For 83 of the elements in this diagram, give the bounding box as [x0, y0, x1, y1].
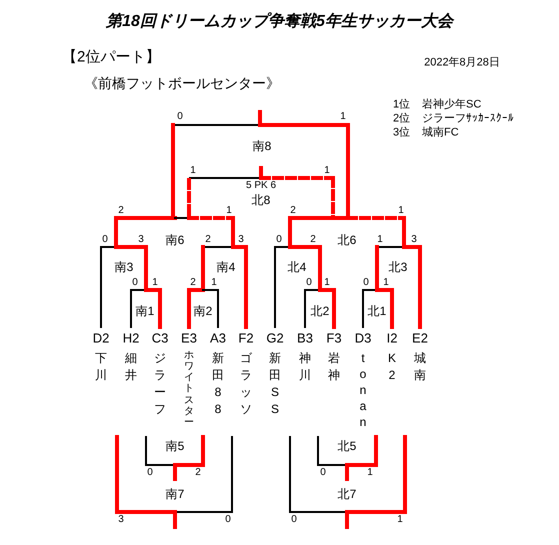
score: 1 [397, 515, 403, 525]
team-code: H2 [122, 332, 140, 344]
team-code: I2 [386, 332, 398, 344]
match-name: 北5 [338, 440, 356, 452]
score: 0 [306, 278, 312, 288]
team-name: 新田88 [212, 350, 224, 418]
score: 0 [320, 468, 326, 478]
match-name: 北6 [338, 234, 356, 246]
team-code: B3 [297, 332, 313, 344]
date-text: 2022年8月28日 [424, 58, 500, 68]
score: 0 [132, 278, 138, 288]
match-name: 北4 [288, 261, 306, 273]
match-name: 南5 [166, 440, 184, 452]
score: 1 [152, 278, 158, 288]
score: 1 [367, 468, 373, 478]
team-code: E2 [412, 332, 428, 344]
team-name: 神川 [299, 350, 311, 384]
score: 2 [190, 278, 196, 288]
score: 2 [195, 468, 201, 478]
section-heading: 【2位パート】 [62, 50, 160, 64]
match-name: 北2 [310, 305, 330, 317]
team-name: 下川 [95, 350, 107, 384]
match-name: 北8 [252, 194, 270, 206]
score: 1 [324, 166, 330, 176]
team-name: 細井 [125, 350, 137, 384]
rank-label: 3位 [393, 128, 410, 138]
team-code: E3 [181, 332, 197, 344]
match-name: 北1 [368, 305, 386, 317]
score: 1 [211, 278, 217, 288]
rank-label: 2位 [393, 114, 410, 124]
score: 0 [147, 468, 153, 478]
match-name: 南8 [252, 140, 272, 152]
score: 2 [310, 235, 316, 245]
team-code: D2 [92, 332, 110, 344]
score: 0 [291, 515, 297, 525]
penalty-score: 5 PK 6 [246, 181, 276, 191]
score: 2 [205, 235, 211, 245]
team-name: K2 [388, 350, 396, 384]
ranked-team-name: 岩神少年SC [422, 100, 482, 110]
score: 3 [238, 235, 244, 245]
team-name: 城南 [414, 350, 426, 384]
team-name: ジラーフ [154, 350, 166, 418]
team-name: ゴラッソ [240, 350, 252, 418]
match-name: 南6 [166, 234, 184, 246]
match-name: 北3 [388, 261, 408, 273]
score: 3 [138, 235, 144, 245]
score: 1 [324, 278, 330, 288]
score: 1 [377, 235, 383, 245]
team-name: 新田SS [269, 350, 281, 418]
team-code: C3 [152, 332, 168, 344]
ranked-team-name: ジラーフｻｯｶｰｽｸｰﾙ [422, 114, 514, 124]
score: 3 [411, 235, 417, 245]
venue-text: 《前橋フットボールセンター》 [84, 76, 280, 90]
team-name: ホワイトスター [184, 350, 194, 428]
score: 3 [118, 515, 124, 525]
title: 第18回ドリームカップ争奪戦5年生サッカー大会 [104, 11, 456, 32]
score: 2 [118, 206, 124, 216]
score: 1 [398, 206, 404, 216]
team-code: F2 [238, 332, 254, 344]
match-name: 北7 [338, 488, 356, 500]
match-name: 南3 [114, 261, 134, 273]
score: 0 [102, 235, 108, 245]
match-name: 南4 [216, 261, 236, 273]
rank-label: 1位 [393, 100, 410, 110]
team-code: A3 [210, 332, 226, 344]
score: 2 [290, 206, 296, 216]
match-name: 南7 [166, 488, 184, 500]
team-name: 岩神 [328, 350, 340, 384]
score: 1 [340, 112, 346, 122]
score: 0 [225, 515, 231, 525]
match-name: 南2 [194, 305, 212, 317]
team-code: D3 [354, 332, 372, 344]
score: 0 [177, 112, 183, 122]
score: 0 [363, 278, 369, 288]
ranked-team-name: 城南FC [422, 128, 459, 138]
team-code: F3 [326, 332, 342, 344]
match-name: 南1 [136, 305, 154, 317]
score: 0 [276, 235, 282, 245]
score: 1 [383, 278, 389, 288]
score: 1 [190, 166, 196, 176]
team-code: G2 [266, 332, 284, 344]
score: 1 [226, 206, 232, 216]
team-name: tonan [360, 350, 366, 430]
